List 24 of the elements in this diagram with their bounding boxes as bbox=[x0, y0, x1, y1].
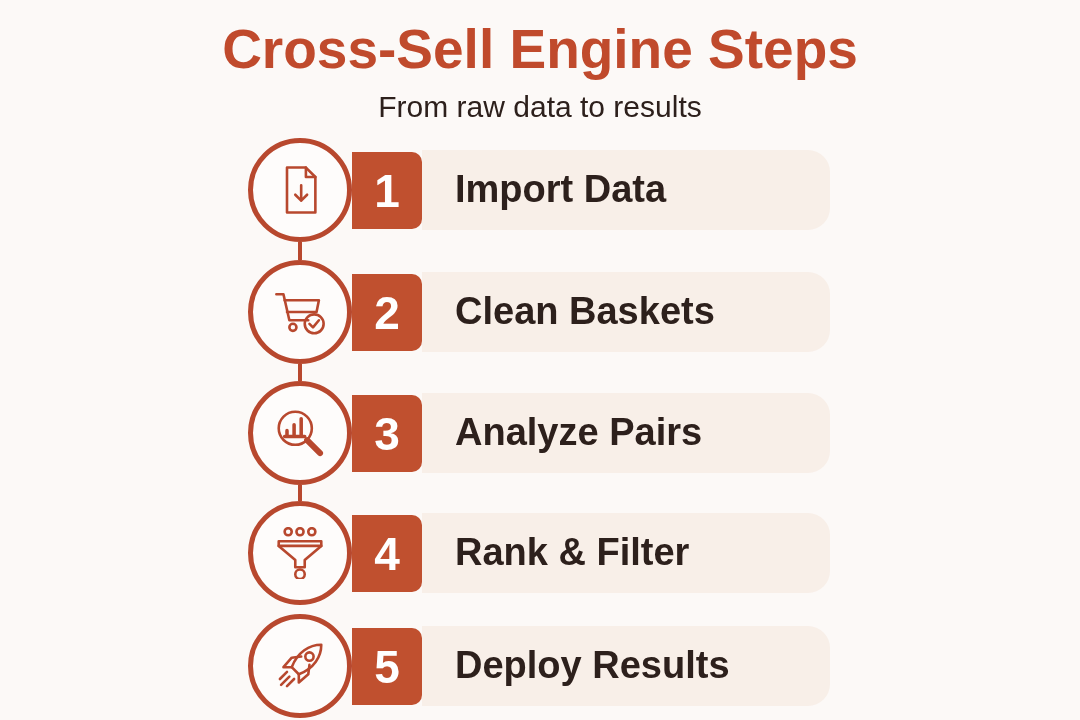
number-tab bbox=[352, 395, 422, 472]
connector-line bbox=[298, 242, 302, 260]
step-number: 5 bbox=[374, 643, 400, 690]
step-pill bbox=[422, 272, 830, 352]
connector-line bbox=[298, 364, 302, 381]
number-tab bbox=[352, 274, 422, 351]
step-number: 4 bbox=[374, 530, 400, 577]
step-number: 3 bbox=[374, 410, 400, 457]
number-tab bbox=[352, 152, 422, 229]
step-pill bbox=[422, 626, 830, 706]
step-title: Deploy Results bbox=[455, 646, 730, 686]
number-tab bbox=[352, 628, 422, 705]
step-pill bbox=[422, 513, 830, 593]
step-pill bbox=[422, 150, 830, 230]
subtitle: From raw data to results bbox=[378, 92, 702, 122]
step-number: 2 bbox=[374, 289, 400, 336]
number-tab bbox=[352, 515, 422, 592]
connector-line bbox=[298, 485, 302, 501]
step-pill bbox=[422, 393, 830, 473]
step-title: Import Data bbox=[455, 170, 667, 210]
step-title: Rank & Filter bbox=[455, 533, 690, 573]
step-title: Clean Baskets bbox=[455, 292, 715, 332]
step-title: Analyze Pairs bbox=[455, 413, 703, 453]
step-number: 1 bbox=[374, 167, 400, 214]
